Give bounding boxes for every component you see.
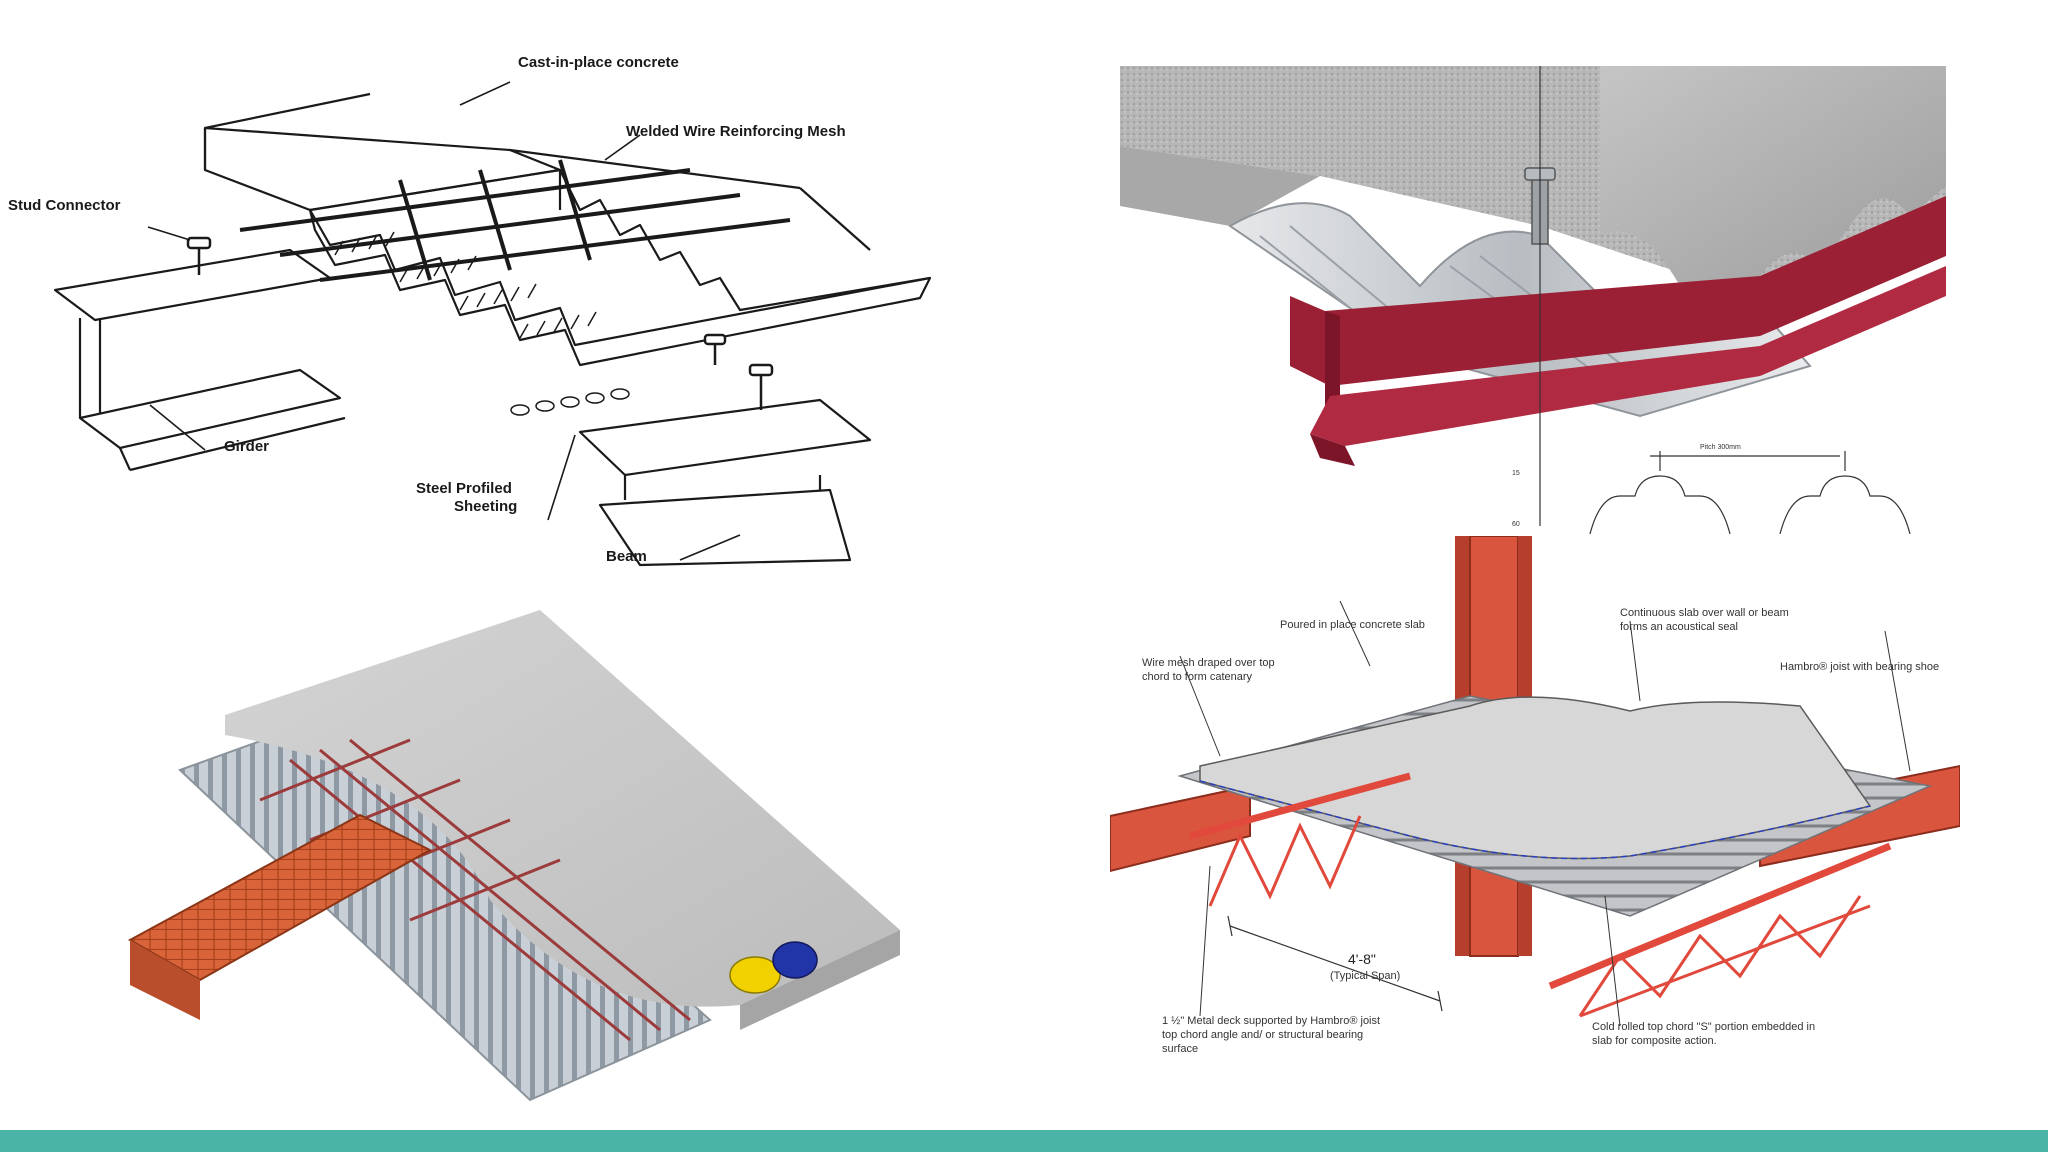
- label-beam: Beam: [606, 548, 647, 565]
- label-continuous-slab: Continuous slab over wall or beam forms …: [1620, 607, 1789, 633]
- joist-svg: [1110, 536, 1960, 1027]
- label-steel-profiled: Steel Profiled: [416, 480, 512, 497]
- render-svg: [127, 610, 900, 1102]
- bottom-accent-bar: [0, 1130, 2048, 1152]
- label-hambro-joist: Hambro® joist with bearing shoe: [1780, 661, 1940, 673]
- cutaway-svg: [1120, 66, 1946, 534]
- label-metal-deck: 1 ½" Metal deck supported by Hambro® joi…: [1162, 1015, 1381, 1055]
- label-span-value: 4'-8": [1348, 951, 1376, 967]
- hambro-joist-diagram: Poured in place concrete slab Continuous…: [1110, 536, 1960, 1066]
- label-cold-rolled: Cold rolled top chord "S" portion embedd…: [1592, 1021, 1816, 1047]
- label-welded-wire-mesh: Welded Wire Reinforcing Mesh: [626, 123, 846, 140]
- pitch-dimension-label: Pitch 300mm: [1700, 444, 1741, 451]
- composite-slab-3d-render: [110, 600, 930, 1110]
- label-stud-connector: Stud Connector: [8, 197, 121, 214]
- label-cast-in-place-concrete: Cast-in-place concrete: [518, 54, 679, 71]
- label-span-note: (Typical Span): [1330, 970, 1401, 982]
- composite-deck-line-drawing: Cast-in-place concrete Welded Wire Reinf…: [0, 20, 960, 580]
- label-girder: Girder: [224, 438, 270, 455]
- dim-b-label: 60: [1512, 521, 1520, 528]
- label-poured-slab: Poured in place concrete slab: [1280, 619, 1425, 631]
- line-drawing-svg: [53, 81, 932, 567]
- dim-a-label: 15: [1512, 470, 1520, 477]
- label-sheeting: Sheeting: [454, 498, 518, 515]
- steel-deck-cutaway-render: Pitch 300mm 15 60: [1120, 66, 1946, 534]
- label-wire-mesh: Wire mesh draped over top chord to form …: [1142, 657, 1275, 683]
